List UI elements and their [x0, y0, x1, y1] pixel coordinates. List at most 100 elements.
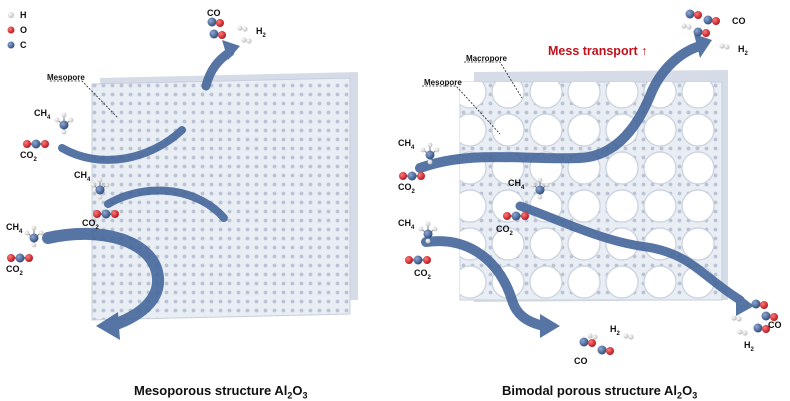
macropore: [567, 189, 601, 223]
flow-arrowhead-lower: [540, 314, 560, 338]
macropore: [643, 265, 677, 299]
macropore-label: Macropore: [466, 54, 507, 63]
right-co-label-bottom: CO: [574, 356, 588, 366]
carbon-atom: [751, 299, 761, 309]
macropore: [567, 113, 601, 147]
macropore: [529, 113, 563, 147]
right-co-label-top: CO: [732, 16, 746, 26]
legend-c-icon: [7, 41, 15, 49]
flow-arrow-ch4-1: [58, 126, 186, 164]
right-ch4-label-3: CH4: [398, 218, 415, 231]
left-h2-molecule: [237, 25, 243, 31]
hydrogen-atom: [31, 225, 37, 231]
macropore: [643, 113, 677, 147]
macropore: [681, 227, 715, 261]
right-h2-molecule: [628, 334, 634, 340]
oxygen-atom: [25, 254, 33, 262]
flow-arrowhead-middle: [736, 292, 754, 316]
hydrogen-atom: [427, 142, 433, 148]
hydrogen-atom: [537, 194, 543, 200]
oxygen-atom: [417, 172, 425, 180]
right-ch4-label-2: CH4: [508, 178, 525, 191]
legend-h-label: H: [20, 10, 27, 20]
right-mesopore-pointer: [422, 85, 501, 135]
oxygen-atom: [503, 212, 511, 220]
carbon-atom: [407, 171, 417, 181]
macropore: [681, 189, 715, 223]
left-ch4-molecule-2: [95, 185, 105, 195]
right-h2-molecule: [737, 329, 743, 335]
macropore: [460, 82, 487, 109]
legend-h-icon: [8, 12, 14, 18]
right-h2-molecule: [724, 44, 730, 50]
oxygen-atom: [93, 210, 101, 218]
left-co2-label-3: CO2: [6, 264, 23, 277]
carbon-atom: [15, 253, 25, 263]
hydrogen-atom: [425, 221, 431, 227]
hydrogen-atom: [530, 182, 536, 188]
macropore-pointer: [464, 61, 523, 99]
macropore: [605, 82, 639, 109]
hydrogen-atom: [68, 117, 74, 123]
oxygen-atom: [694, 11, 702, 19]
hydrogen-atom: [434, 147, 440, 153]
left-co2-label-2: CO2: [82, 218, 99, 231]
flow-arrow-ch4-3: [42, 227, 165, 332]
flow-arrowhead-upper: [694, 34, 712, 58]
left-h2-label: H2: [256, 26, 266, 39]
flow-arrowhead-bottom: [96, 312, 120, 340]
carbon-atom: [693, 27, 703, 37]
macropore: [605, 265, 639, 299]
right-h2-molecule: [686, 24, 692, 30]
oxygen-atom: [7, 254, 15, 262]
oxygen-atom: [770, 313, 778, 321]
macropore: [460, 189, 487, 223]
oxygen-atom: [405, 256, 413, 264]
hydrogen-atom: [537, 177, 543, 183]
right-co-label-right: CO: [768, 320, 782, 330]
carbon-atom: [685, 9, 695, 19]
right-h2-molecule: [736, 316, 742, 322]
macropore: [460, 265, 487, 299]
carbon-atom: [101, 209, 111, 219]
left-ch4-label-2: CH4: [74, 170, 91, 183]
hydrogen-atom: [54, 117, 60, 123]
right-ch4-label-1: CH4: [398, 138, 415, 151]
carbon-atom: [207, 17, 217, 27]
hydrogen-atom: [38, 230, 44, 236]
left-ch4-label-3: CH4: [6, 222, 23, 235]
right-h2-molecule: [681, 23, 687, 29]
oxygen-atom: [702, 29, 710, 37]
hydrogen-atom: [544, 182, 550, 188]
hydrogen-atom: [61, 129, 67, 135]
carbon-atom: [597, 345, 607, 355]
oxygen-atom: [588, 339, 596, 347]
macropore: [643, 189, 677, 223]
left-h2-molecule: [242, 26, 248, 32]
hydrogen-atom: [31, 242, 37, 248]
right-mesopore-label: Mesopore: [424, 78, 462, 87]
right-h2-label-right: H2: [744, 340, 754, 353]
flow-arrow-upper: [415, 41, 705, 173]
right-flow-arrows: [415, 34, 754, 338]
hydrogen-atom: [90, 182, 96, 188]
macropore: [529, 265, 563, 299]
hydrogen-atom: [425, 238, 431, 244]
oxygen-atom: [41, 140, 49, 148]
right-co2-label-2: CO2: [496, 224, 513, 237]
oxygen-atom: [423, 256, 431, 264]
hydrogen-atom: [427, 159, 433, 165]
flow-arrowhead-top: [222, 40, 240, 60]
right-ch4-molecule-2: [535, 185, 545, 195]
macropore: [605, 151, 639, 185]
left-h2-molecule: [246, 38, 252, 44]
oxygen-atom: [762, 325, 770, 333]
left-h2-molecule: [241, 37, 247, 43]
carbon-atom: [703, 15, 713, 25]
right-bimodal-plate: [459, 70, 728, 302]
oxygen-atom: [712, 17, 720, 25]
right-co2-label-3: CO2: [414, 268, 431, 281]
carbon-atom: [209, 29, 219, 39]
right-co2-label-1: CO2: [398, 182, 415, 195]
hydrogen-atom: [97, 177, 103, 183]
